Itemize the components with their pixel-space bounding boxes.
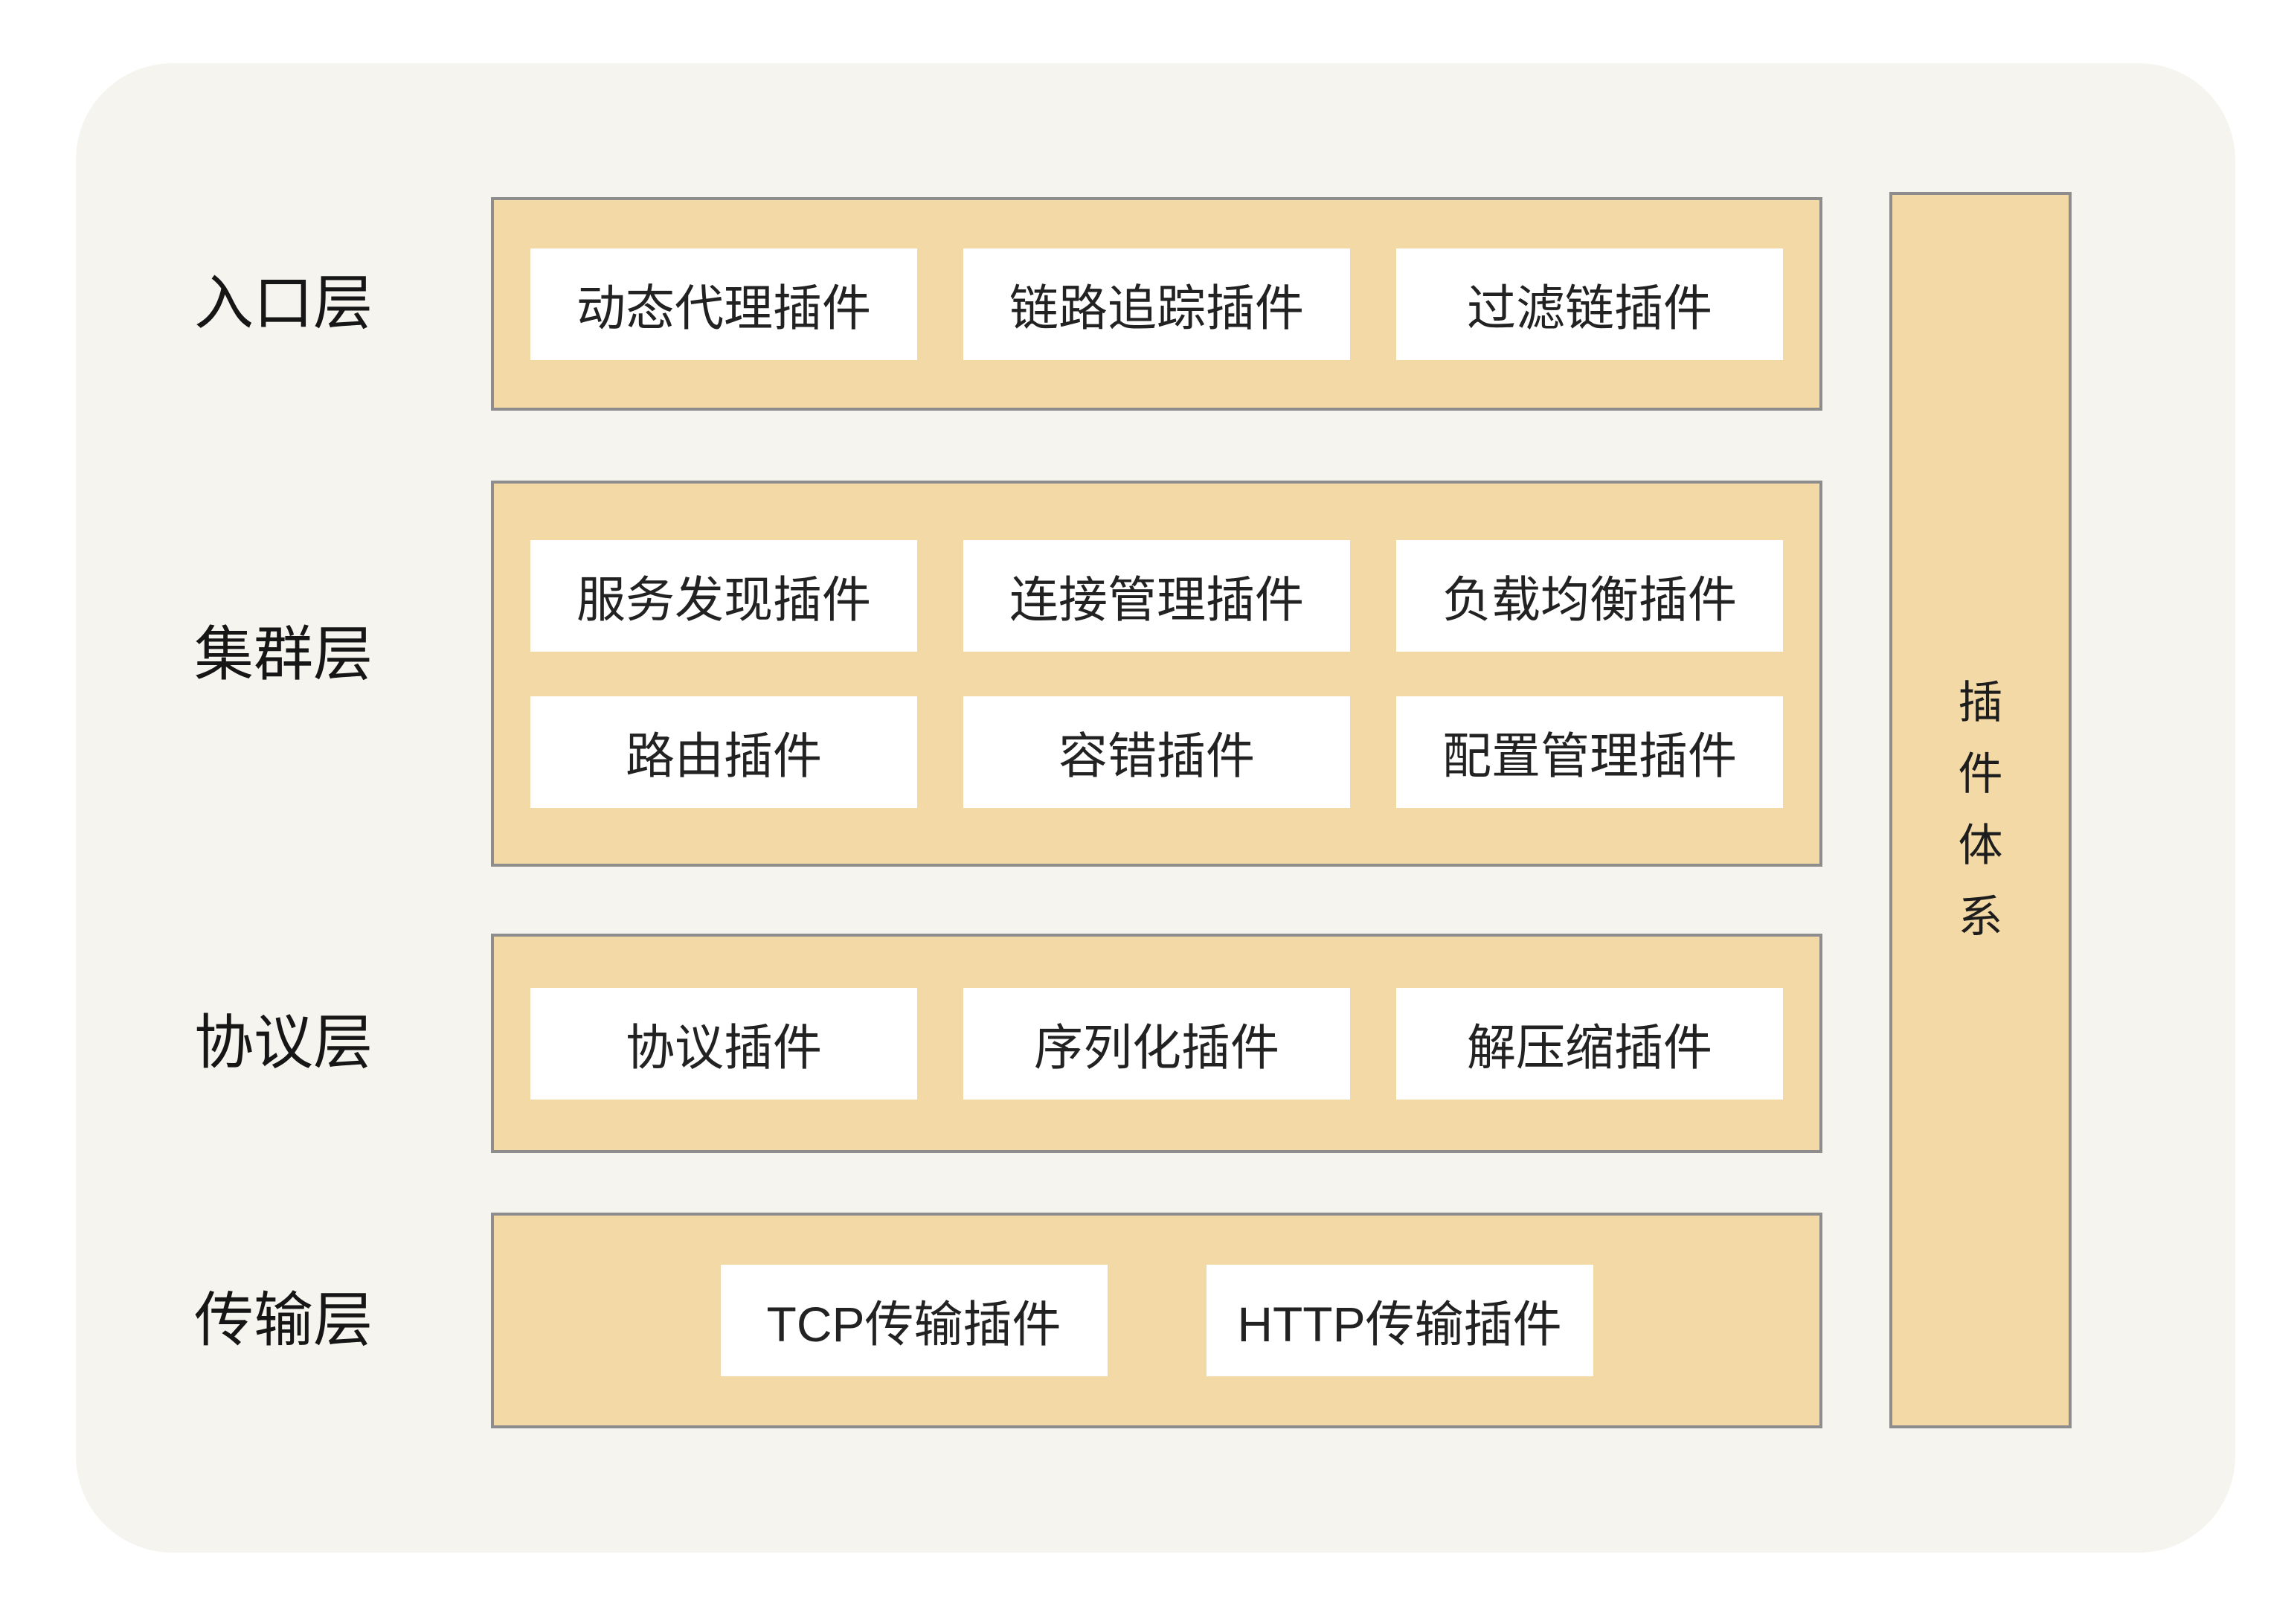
plugin-box-tcp-transport: TCP传输插件: [720, 1265, 1108, 1376]
plugin-box-http-transport: HTTP传输插件: [1206, 1265, 1593, 1376]
plugin-box-dynamic-proxy: 动态代理插件: [530, 248, 917, 360]
layer-label-transport: 传输层: [194, 1287, 373, 1353]
plugin-box-routing: 路由插件: [530, 696, 917, 808]
cluster-row-1: 服务发现插件 连接管理插件 负载均衡插件: [530, 539, 1783, 652]
plugin-system-char: 系: [1958, 892, 2003, 942]
plugin-box-decompression: 解压缩插件: [1396, 987, 1783, 1100]
cluster-row-2: 路由插件 容错插件 配置管理插件: [530, 696, 1783, 808]
plugin-system-char: 体: [1958, 821, 2003, 870]
plugin-box-fault-tolerance: 容错插件: [963, 696, 1350, 808]
plugin-box-protocol: 协议插件: [530, 987, 917, 1100]
band-entry-layer: 动态代理插件 链路追踪插件 过滤链插件: [491, 197, 1822, 411]
plugin-box-link-tracing: 链路追踪插件: [963, 248, 1350, 360]
layer-label-cluster: 集群层: [194, 621, 373, 687]
plugin-box-filter-chain: 过滤链插件: [1396, 248, 1783, 360]
plugin-box-connection-management: 连接管理插件: [963, 539, 1350, 652]
plugin-box-load-balancing: 负载均衡插件: [1396, 539, 1783, 652]
plugin-system-char: 插: [1958, 678, 2003, 728]
plugin-box-config-management: 配置管理插件: [1396, 696, 1783, 808]
layer-label-protocol: 协议层: [194, 1010, 373, 1076]
plugin-box-serialization: 序列化插件: [963, 987, 1350, 1100]
band-transport-layer: TCP传输插件 HTTP传输插件: [491, 1213, 1822, 1428]
layer-label-entry: 入口层: [194, 270, 373, 336]
plugin-system-vertical-bar: 插 件 体 系: [1889, 192, 2072, 1428]
band-protocol-layer: 协议插件 序列化插件 解压缩插件: [491, 934, 1822, 1153]
plugin-system-char: 件: [1958, 749, 2003, 799]
band-cluster-layer: 服务发现插件 连接管理插件 负载均衡插件 路由插件 容错插件 配置管理插件: [491, 481, 1822, 867]
plugin-box-service-discovery: 服务发现插件: [530, 539, 917, 652]
